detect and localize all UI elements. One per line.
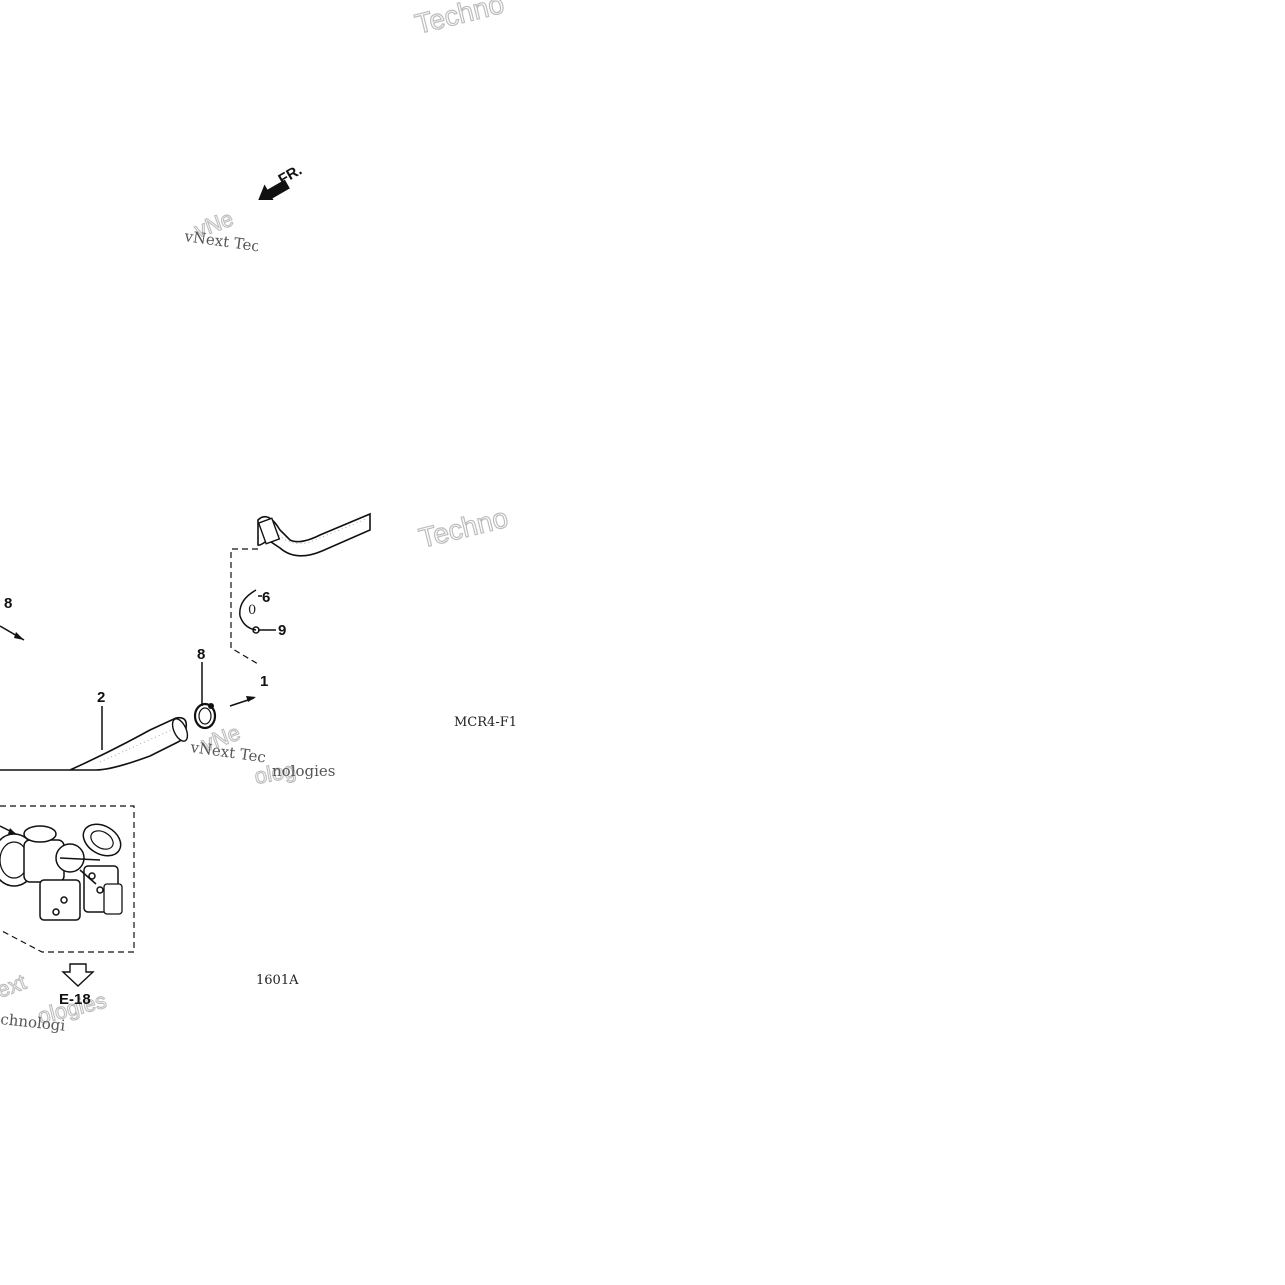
front-direction-arrow-icon bbox=[257, 179, 290, 204]
callout-numbers: 8 6 0 9 8 1 2 bbox=[4, 589, 286, 706]
callout-6: 6 bbox=[262, 589, 270, 606]
hose-part-2 bbox=[0, 716, 189, 771]
detail-bracket-fittings bbox=[230, 548, 276, 665]
carburetor-assembly bbox=[0, 805, 135, 953]
figure-number: 1601A bbox=[256, 973, 299, 988]
callout-2: 2 bbox=[97, 689, 105, 706]
watermark-upper-text: vNext Tec bbox=[182, 227, 261, 256]
callout-8-left: 8 bbox=[4, 595, 12, 612]
diagram-code: MCR4-F1 bbox=[454, 715, 517, 730]
hollow-down-arrow-icon bbox=[61, 963, 95, 987]
clip-mask-lower bbox=[336, 760, 536, 790]
watermark-lower-text: vNext Tec bbox=[188, 738, 267, 767]
hose-clamp-part-8 bbox=[193, 702, 217, 730]
page-reference: E-18 bbox=[59, 963, 95, 1008]
callout-1: 1 bbox=[260, 673, 268, 690]
callout-8-middle: 8 bbox=[197, 646, 205, 663]
callout-9: 9 bbox=[278, 622, 286, 639]
callout-0: 0 bbox=[248, 603, 256, 618]
hose-upper-right bbox=[257, 512, 371, 557]
clip-mask-upper bbox=[258, 200, 288, 260]
watermark-lower-right-text: nologies bbox=[272, 762, 336, 780]
page-reference-label: E-18 bbox=[59, 991, 91, 1008]
watermark-top: Techno bbox=[412, 0, 507, 40]
watermark-bottom-outline-left: ext bbox=[0, 969, 29, 1003]
clip-mask-right bbox=[516, 0, 1285, 1285]
watermark-middle: Techno bbox=[416, 502, 511, 554]
